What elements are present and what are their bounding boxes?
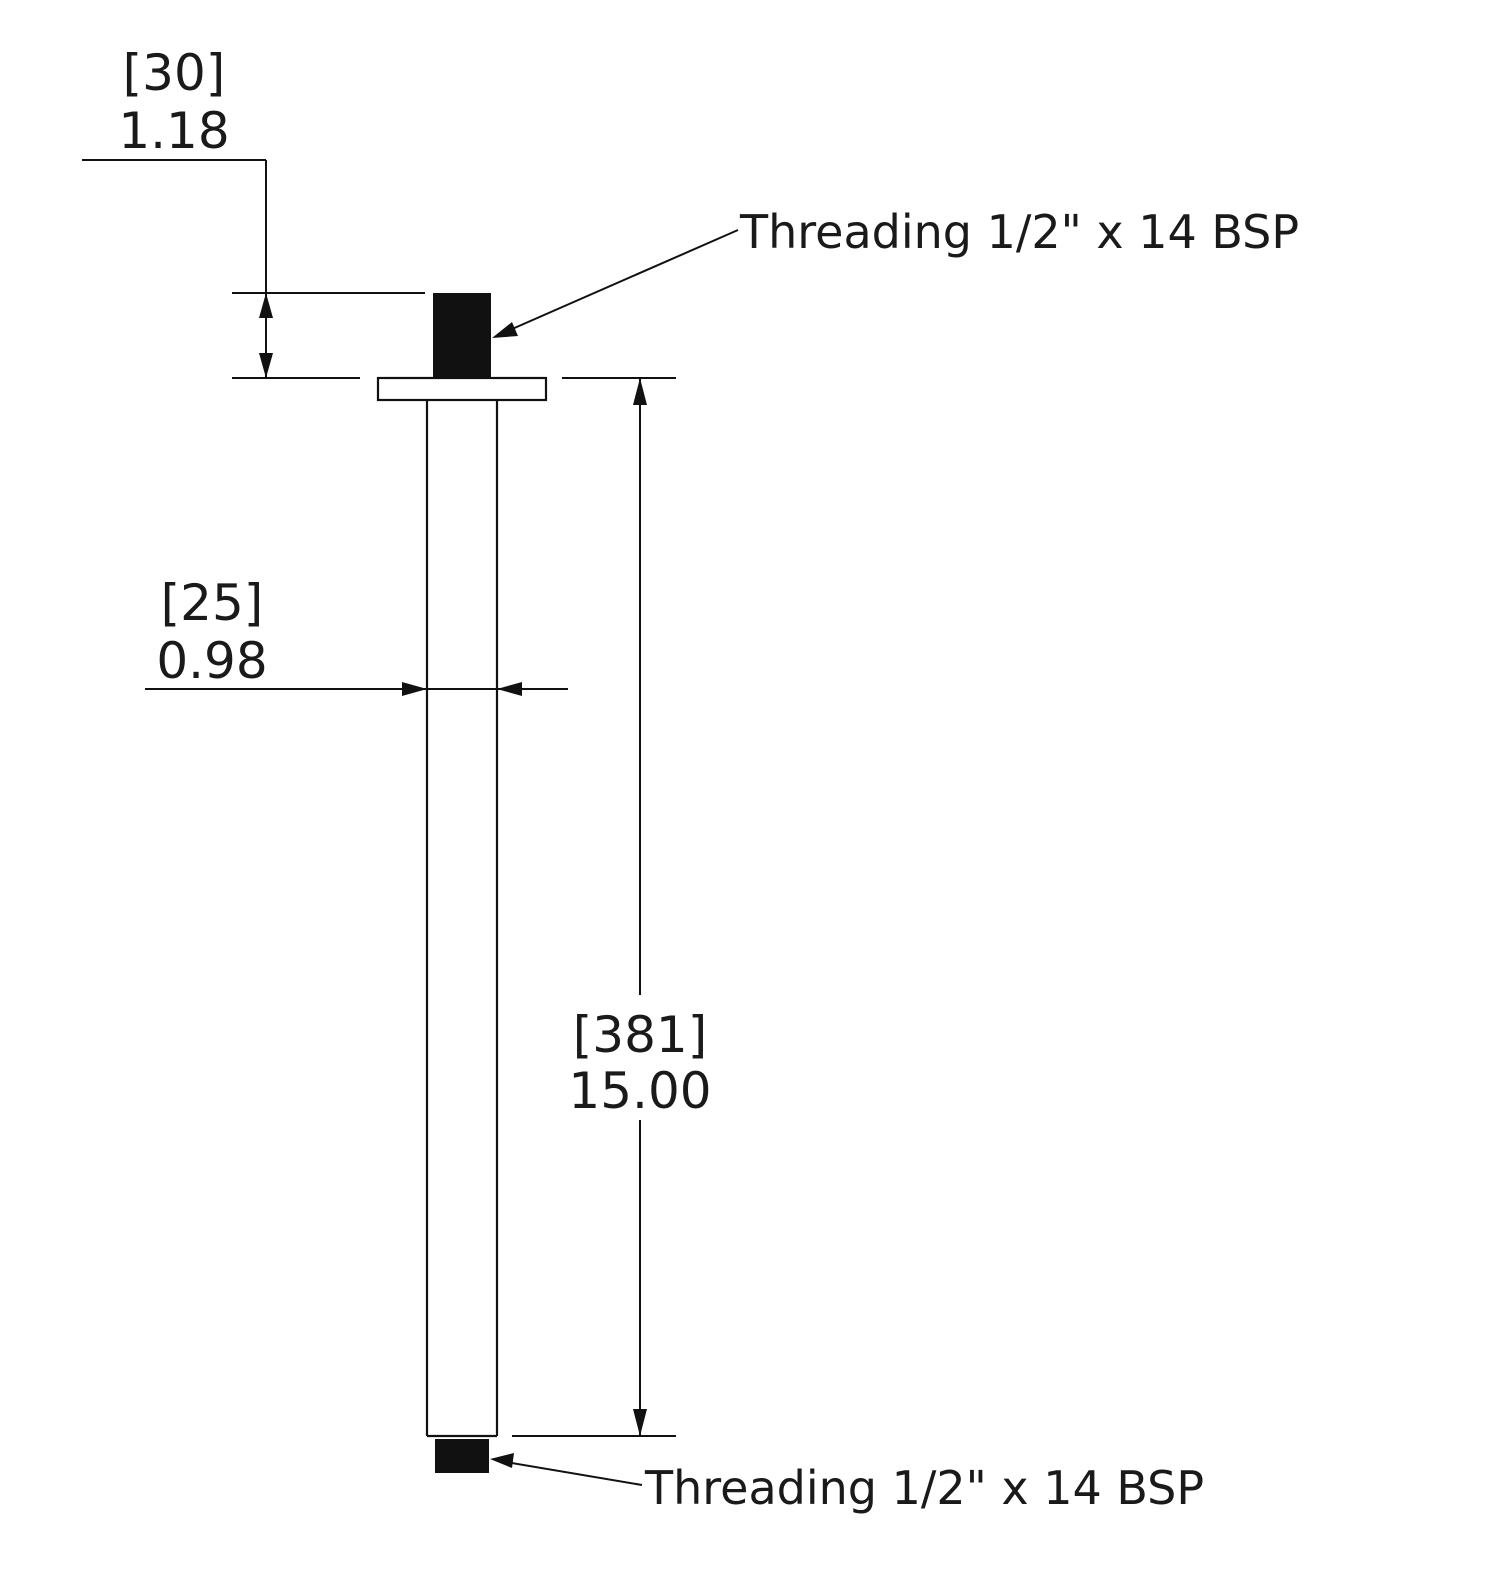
top-thread-metric: [30]: [123, 44, 226, 102]
pipe-length-dimension: [381] 15.00: [512, 377, 712, 1437]
top-thread-block: [433, 293, 491, 378]
pipe-diameter-metric: [25]: [161, 574, 264, 632]
pipe-length-imperial: 15.00: [568, 1062, 711, 1120]
pipe-length-metric: [381]: [573, 1006, 707, 1064]
bottom-threading-callout: Threading 1/2" x 14 BSP: [490, 1453, 1204, 1515]
top-thread-imperial: 1.18: [118, 102, 229, 160]
top-thread-dimension: [30] 1.18: [82, 44, 425, 379]
pipe-diameter-imperial: 0.98: [156, 632, 267, 690]
pipe-diameter-dimension: [25] 0.98: [145, 574, 568, 696]
bottom-thread-block: [435, 1439, 489, 1473]
top-threading-callout: Threading 1/2" x 14 BSP: [492, 205, 1299, 338]
flange: [376, 376, 548, 402]
bottom-threading-label: Threading 1/2" x 14 BSP: [644, 1461, 1204, 1515]
top-threading-label: Threading 1/2" x 14 BSP: [739, 205, 1299, 259]
